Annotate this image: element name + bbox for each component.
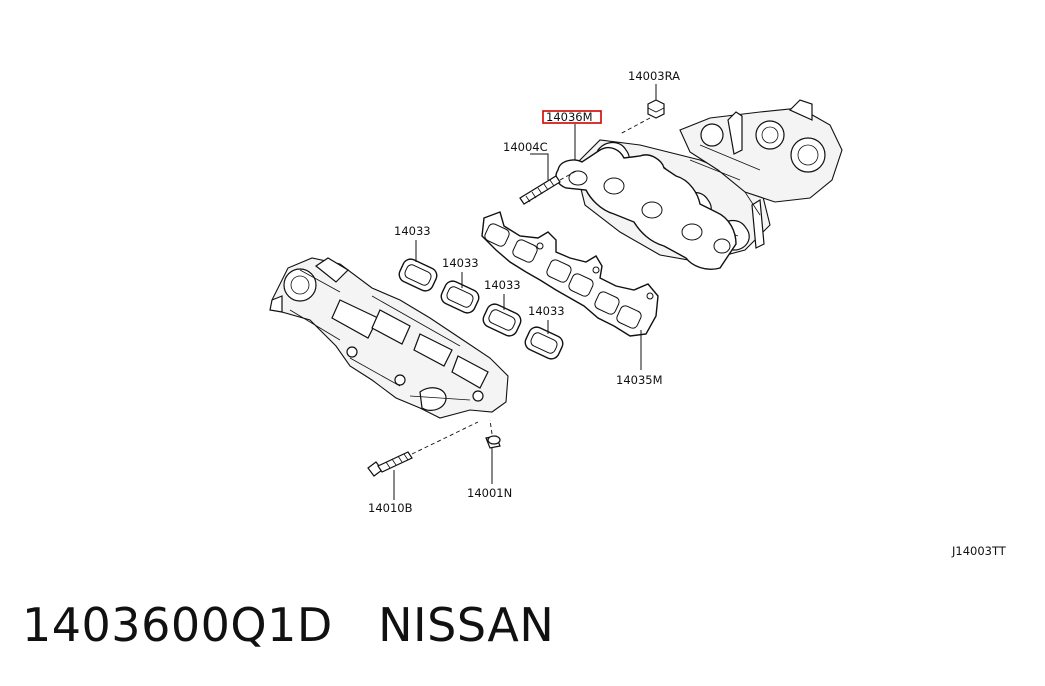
stud-bolt <box>519 169 579 205</box>
callout-14035m[interactable]: 14035M <box>616 373 663 387</box>
intake-manifold-gasket <box>481 211 659 337</box>
intake-manifold <box>269 257 509 419</box>
part-number: 1403600Q1D <box>22 598 333 652</box>
dowel-pin <box>485 419 501 449</box>
callout-14033-c[interactable]: 14033 <box>484 278 521 292</box>
exhaust-manifold-gasket <box>555 146 737 270</box>
callout-14010b[interactable]: 14010B <box>368 501 413 515</box>
callout-14033-a[interactable]: 14033 <box>394 224 431 238</box>
callout-labels: 14003RA 14036M 14004C 14033 14033 14033 … <box>368 69 1007 558</box>
callout-14001n[interactable]: 14001N <box>467 486 512 500</box>
callout-14004c[interactable]: 14004C <box>503 140 548 154</box>
leader-lines <box>393 84 657 500</box>
brand-name: NISSAN <box>378 598 555 652</box>
highlight-box <box>542 110 602 124</box>
callout-14003ra[interactable]: 14003RA <box>628 69 680 83</box>
callout-14036m[interactable]: 14036M <box>546 110 593 124</box>
part-number-caption: 1403600Q1D NISSAN <box>22 598 554 652</box>
callout-14033-d[interactable]: 14033 <box>528 304 565 318</box>
port-gaskets <box>398 258 564 360</box>
callout-14033-b[interactable]: 14033 <box>442 256 479 270</box>
nut <box>619 99 665 135</box>
bolt <box>367 421 479 477</box>
diagram-code: J14003TT <box>951 544 1007 558</box>
